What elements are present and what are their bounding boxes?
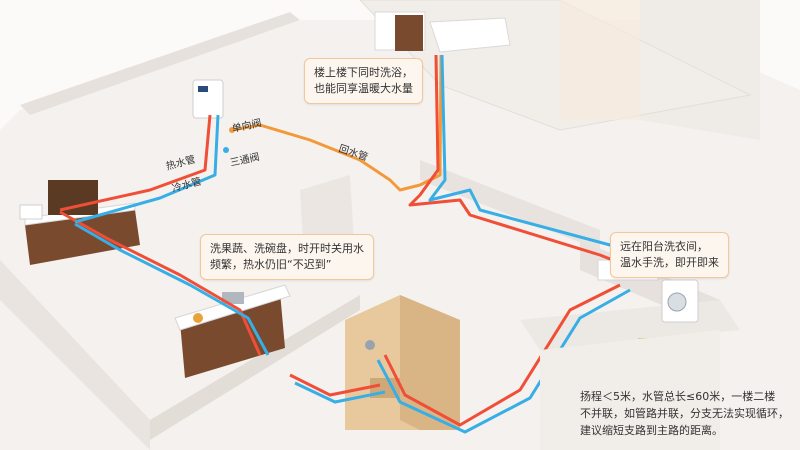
callout-kitchen-line1: 洗果蔬、洗碗盘，时开时关用水 (210, 242, 364, 255)
hot-pipe-kitchen (59, 210, 262, 356)
kitchen-island (180, 292, 285, 378)
callout-kitchen-line2: 频繁，热水仍旧“不迟到” (210, 258, 332, 271)
vanity-mirror (48, 180, 98, 215)
cold-pipe-main (74, 114, 220, 224)
note-line3: 建议缩短支路到主路的距离。 (580, 424, 723, 437)
hot-pipe-main (59, 114, 212, 212)
wall-foreground-right (540, 330, 720, 450)
wall-back-left (20, 12, 300, 115)
towel-rack (19, 204, 43, 220)
callout-upstairs-line2: 也能同享温暖大水量 (314, 82, 413, 95)
wall-front-mid (150, 295, 360, 440)
hot-pipe-upper (408, 54, 651, 277)
wall-front-left (0, 260, 150, 450)
washer-door-icon (667, 292, 687, 312)
cold-pipe-bathroom (376, 288, 631, 434)
hot-pipe-bath-branch (289, 373, 381, 397)
callout-kitchen: 洗果蔬、洗碗盘，时开时关用水 频繁，热水仍旧“不迟到” (200, 234, 374, 280)
three-way-valve-icon (223, 147, 229, 153)
partition-corridor (420, 160, 600, 250)
hot-pipe-bathroom (383, 283, 621, 427)
note-line2: 不并联，如管路并联，分支无法实现循环， (580, 407, 789, 420)
note-line1: 扬程＜5米，水管总长≤60米，一楼二楼 (580, 390, 776, 403)
cold-pipe-bath-branch (294, 381, 386, 404)
callout-balcony: 远在阳台洗衣间， 温水手洗，即开即来 (610, 232, 729, 278)
callout-upstairs-line1: 楼上楼下同时洗浴， (314, 66, 413, 79)
callout-upstairs: 楼上楼下同时洗浴， 也能同享温暖大水量 (304, 58, 423, 104)
upstairs-bathtub (429, 17, 511, 53)
upstairs-cabinet (395, 15, 423, 51)
water-heater (192, 79, 224, 119)
fruit-bowl-icon (193, 313, 203, 323)
callout-balcony-line1: 远在阳台洗衣间， (620, 240, 708, 253)
bathroom-side-wall (400, 295, 460, 430)
cold-pipe-kitchen (74, 222, 270, 356)
check-valve-icon (229, 127, 235, 133)
upper-glass-panel (560, 0, 640, 120)
heater-display-icon (198, 86, 208, 92)
bathroom-vanity (25, 210, 140, 265)
installation-note: 扬程＜5米，水管总长≤60米，一楼二楼 不并联，如管路并联，分支无法实现循环， … (580, 388, 794, 439)
shower-head-icon (365, 340, 375, 350)
callout-balcony-line2: 温水手洗，即开即来 (620, 256, 719, 269)
